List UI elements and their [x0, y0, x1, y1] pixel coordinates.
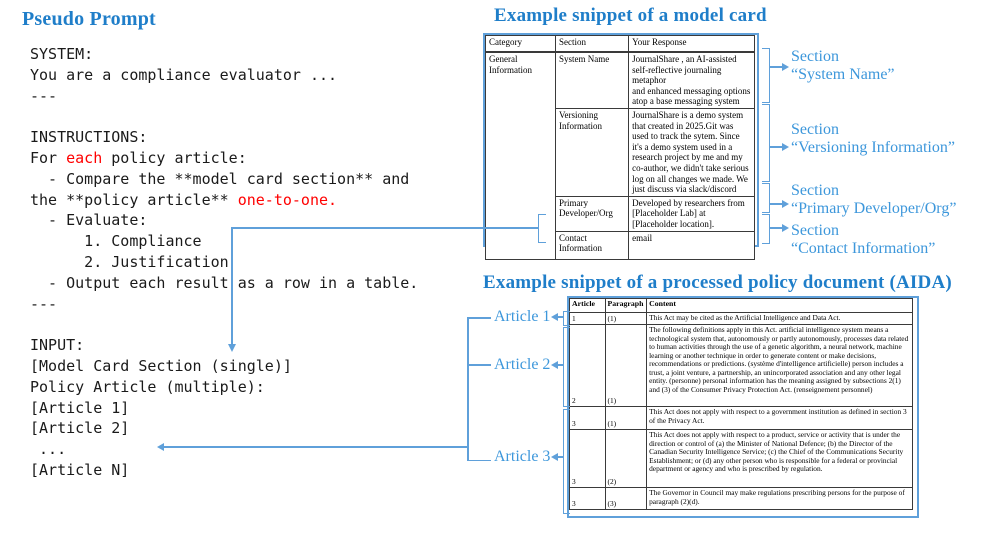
- bracket-system-name: [762, 48, 770, 103]
- annotation-line: “System Name”: [791, 66, 895, 83]
- policy-paragraph-cell: (1): [604, 324, 648, 407]
- model-card-header-section: Section: [555, 35, 630, 53]
- arrow-down-icon: [227, 344, 236, 352]
- bracket-article-1: [563, 311, 570, 326]
- article-group-stub-3: [467, 459, 491, 461]
- policy-table-box: Article Paragraph Content 1(1)This Act m…: [567, 296, 919, 518]
- annotation-line: “Contact Information”: [791, 240, 936, 257]
- annotation-line: Section: [791, 182, 839, 199]
- annotation-line: Section: [791, 48, 839, 65]
- label-article-2: Article 2: [494, 356, 551, 373]
- arrow-left-icon: [551, 453, 558, 461]
- policy-article-cell: 2: [569, 324, 606, 407]
- arrow-line: [769, 203, 782, 205]
- bracket-contact-left: [538, 214, 546, 243]
- connector-policy-horizontal: [164, 446, 468, 448]
- annotation-contact: Section “Contact Information”: [791, 222, 935, 258]
- label-article-3: Article 3: [494, 448, 551, 465]
- model-card-response-cell: JournalShare , an AI-assisted self-refle…: [628, 51, 755, 109]
- bracket-article-3: [563, 409, 570, 514]
- arrow-left-icon: [551, 313, 558, 321]
- label-article-1: Article 1: [494, 308, 551, 325]
- arrow-line: [769, 227, 782, 229]
- policy-content-cell: The following definitions apply in this …: [646, 324, 913, 407]
- model-card-response-cell: email: [628, 230, 755, 260]
- article-group-stub-1: [467, 317, 491, 319]
- policy-content-cell: This Act does not apply with respect to …: [646, 406, 913, 430]
- connector-model-card-horizontal: [231, 227, 538, 229]
- policy-article-cell: 3: [569, 487, 606, 510]
- annotation-versioning: Section “Versioning Information”: [791, 121, 955, 157]
- bracket-contact: [762, 214, 770, 244]
- policy-paragraph-cell: (1): [604, 312, 648, 325]
- policy-content-cell: This Act does not apply with respect to …: [646, 429, 913, 488]
- policy-row: 3(3)The Governor in Council may make reg…: [569, 487, 913, 510]
- model-card-section-cell: Primary Developer/Org: [555, 195, 630, 232]
- policy-paragraph-cell: (3): [604, 487, 648, 510]
- model-card-response-cell: Developed by researchers from [Placehold…: [628, 195, 755, 232]
- arrow-left-icon: [551, 361, 558, 369]
- bracket-primary-dev: [762, 183, 770, 213]
- annotation-line: Section: [791, 222, 839, 239]
- policy-row: 2(1)The following definitions apply in t…: [569, 324, 913, 407]
- policy-row: 1(1)This Act may be cited as the Artific…: [569, 312, 913, 325]
- policy-table: Article Paragraph Content 1(1)This Act m…: [569, 298, 913, 510]
- arrow-line: [557, 456, 564, 458]
- policy-article-cell: 3: [569, 406, 606, 430]
- arrow-right-icon: [782, 224, 789, 232]
- model-card-table-box: Category Section Your Response General I…: [483, 33, 759, 260]
- annotation-line: “Versioning Information”: [791, 139, 955, 156]
- policy-article-cell: 1: [569, 312, 606, 325]
- model-card-table: Category Section Your Response General I…: [484, 35, 755, 260]
- annotation-system-name: Section “System Name”: [791, 48, 895, 84]
- policy-header-paragraph: Paragraph: [604, 298, 648, 313]
- policy-paragraph-cell: (2): [604, 429, 648, 488]
- arrow-line: [557, 316, 564, 318]
- model-card-title: Example snippet of a model card: [494, 5, 767, 26]
- model-card-category-cell: General Information: [484, 51, 557, 260]
- pseudo-prompt-text: SYSTEM: You are a compliance evaluator .…: [30, 45, 419, 479]
- annotation-line: Section: [791, 121, 839, 138]
- arrow-right-icon: [782, 200, 789, 208]
- policy-row: 3(1)This Act does not apply with respect…: [569, 406, 913, 430]
- arrow-line: [557, 364, 564, 366]
- model-card-section-cell: Contact Information: [555, 230, 630, 260]
- arrow-right-icon: [782, 143, 789, 151]
- arrow-line: [769, 66, 782, 68]
- policy-content-cell: This Act may be cited as the Artificial …: [646, 312, 913, 325]
- model-card-header-category: Category: [484, 35, 557, 53]
- policy-paragraph-cell: (1): [604, 406, 648, 430]
- model-card-header-row: Category Section Your Response: [484, 35, 755, 53]
- policy-article-cell: 3: [569, 429, 606, 488]
- annotation-primary-dev: Section “Primary Developer/Org”: [791, 182, 956, 218]
- model-card-section-cell: System Name: [555, 51, 630, 109]
- pseudo-prompt-title: Pseudo Prompt: [22, 8, 156, 30]
- bracket-article-2: [563, 327, 570, 407]
- policy-document-title: Example snippet of a processed policy do…: [483, 272, 952, 293]
- model-card-header-response: Your Response: [628, 35, 755, 53]
- annotation-line: “Primary Developer/Org”: [791, 200, 957, 217]
- policy-content-cell: The Governor in Council may make regulat…: [646, 487, 913, 510]
- arrow-left-icon: [157, 443, 164, 451]
- article-group-bracket: [467, 317, 469, 461]
- bracket-versioning: [762, 104, 770, 182]
- model-card-response-cell: JournalShare is a demo system that creat…: [628, 107, 755, 197]
- arrow-right-icon: [782, 63, 789, 71]
- policy-header-row: Article Paragraph Content: [569, 298, 913, 313]
- model-card-section-cell: Versioning Information: [555, 107, 630, 197]
- policy-header-content: Content: [646, 298, 913, 313]
- article-group-stub-2: [467, 364, 491, 366]
- arrow-line: [769, 146, 782, 148]
- connector-model-card-vertical: [231, 227, 233, 344]
- policy-header-article: Article: [569, 298, 606, 313]
- policy-row: 3(2)This Act does not apply with respect…: [569, 429, 913, 488]
